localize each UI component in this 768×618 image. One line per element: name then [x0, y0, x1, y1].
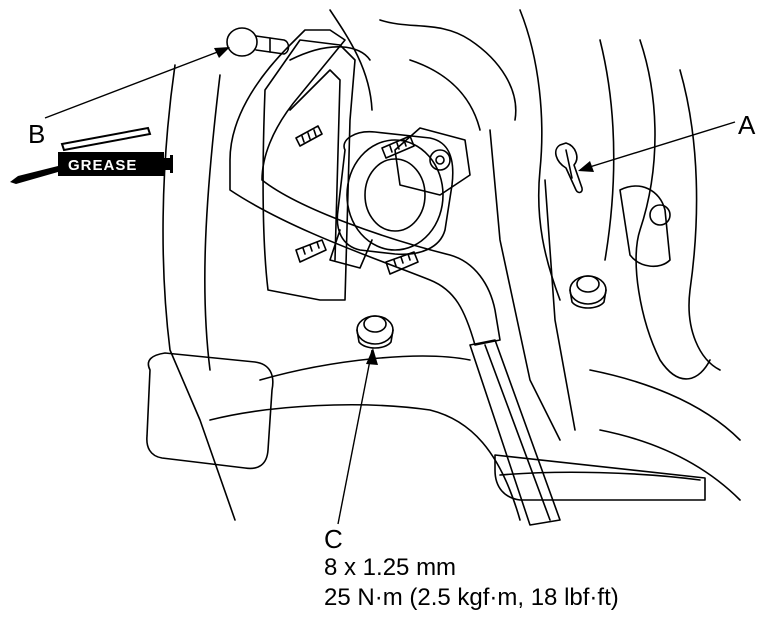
upper-hose-4 — [519, 9, 561, 301]
lower-right-shape — [599, 429, 741, 501]
callout-label-c: C — [324, 524, 343, 554]
stud-upper-center — [381, 135, 415, 159]
pedal-pad — [494, 454, 706, 501]
booster-ring-outer — [346, 139, 444, 251]
floor-block — [146, 352, 274, 470]
left-panel-edge — [204, 74, 221, 371]
booster-ring-inner — [364, 158, 426, 232]
upper-hose-1 — [379, 19, 517, 121]
cotter-pin-a — [554, 142, 583, 194]
clevis-pin-center — [435, 155, 445, 165]
right-bracket — [619, 185, 671, 268]
callout-label-a: A — [738, 110, 756, 140]
clevis-pin-hole — [429, 149, 451, 171]
vertical-member — [489, 129, 561, 441]
arrowhead-c — [366, 348, 378, 365]
grease-tag-label: GREASE — [68, 157, 137, 174]
pedal-pad-face — [499, 471, 701, 481]
torque-spec: 25 N·m (2.5 kgf·m, 18 lbf·ft) — [324, 584, 619, 611]
stud-upper-left — [295, 125, 323, 147]
lower-cross-member — [589, 369, 741, 441]
bolt-size-spec: 8 x 1.25 mm — [324, 554, 457, 581]
clevis-yoke — [394, 127, 471, 196]
stud-lower-center — [385, 251, 419, 275]
arrowhead-b — [214, 47, 230, 58]
booster-rod — [329, 229, 373, 269]
pedal-bracket-plate — [262, 39, 356, 301]
upper-hose-3 — [329, 9, 373, 111]
pedal-bracket-inner — [289, 69, 341, 261]
booster-housing — [336, 130, 454, 256]
pedal-arm-bend — [289, 46, 371, 61]
right-harness-1 — [635, 39, 711, 380]
floor-curve-inner — [259, 355, 471, 381]
vertical-member-2 — [544, 179, 576, 431]
leader-line-a — [579, 121, 736, 171]
callout-label-b: B — [28, 119, 46, 149]
left-panel-outline — [162, 64, 236, 521]
right-harness-2 — [679, 69, 721, 371]
upper-hose-2 — [409, 59, 481, 131]
arrowhead-a — [578, 161, 594, 172]
clevis-pin-b — [226, 27, 290, 57]
stud-lower-left — [295, 239, 327, 263]
grease-tube-icon: GREASE — [10, 126, 173, 184]
leader-line-c — [337, 349, 373, 525]
flange-nut-c — [356, 315, 394, 349]
pedal-arm — [229, 29, 501, 346]
cotter-pin-leg — [565, 149, 573, 179]
floor-curve — [209, 404, 521, 521]
right-harness-3 — [599, 39, 615, 261]
right-bolt — [649, 204, 671, 226]
pedal-lever-edge — [484, 344, 551, 521]
pedal-lever — [469, 339, 561, 526]
flange-nut-right — [569, 275, 607, 309]
leader-line-b — [44, 47, 229, 119]
